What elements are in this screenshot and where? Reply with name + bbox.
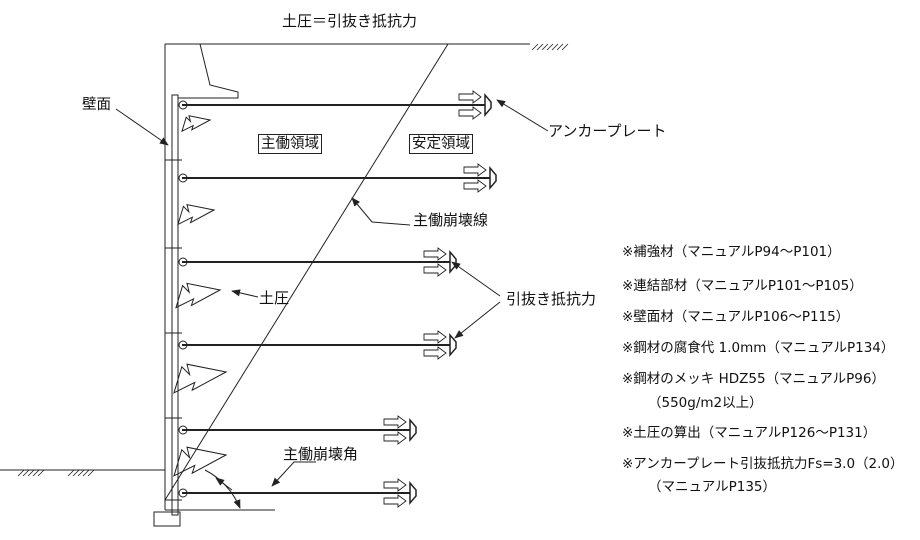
anchor-plate-label: アンカープレート: [548, 122, 667, 140]
connector-1: [178, 173, 188, 183]
connector-3: [178, 340, 188, 350]
note-plating-weight: （550g/m2以上）: [648, 395, 763, 411]
pullout-arrow-4-1: [383, 431, 407, 445]
failure-angle-label: 主働崩壊角: [283, 445, 359, 463]
coping-block: [178, 43, 239, 99]
failure-line-label: 主働崩壊線: [413, 211, 489, 229]
ground-hatch-top: [531, 43, 569, 51]
anchor-plate-2: [449, 249, 457, 275]
wall-footing: [153, 511, 181, 527]
pullout-arrow-2-0: [423, 247, 447, 261]
active-failure-line: [164, 43, 449, 501]
earth-pressure-arrow-0: [181, 115, 212, 133]
note-reinforcement: ※補強材（マニュアルP94～P101）: [622, 244, 841, 260]
pullout-arrow-4-0: [383, 415, 407, 429]
anchor-plate-1: [489, 165, 497, 191]
pullout-arrow-2-1: [423, 263, 447, 277]
anchor-plate-4: [409, 417, 417, 443]
pullout-arrow-5-0: [383, 478, 407, 492]
note-pullout-fs: ※アンカープレート引抜抵抗力Fs=3.0（2.0）: [622, 456, 904, 472]
earth-pressure-label: 土圧: [259, 289, 290, 307]
note-pullout-ref: （マニュアルP135）: [648, 479, 777, 495]
pullout-leader-2: [454, 301, 501, 339]
connector-2: [178, 257, 188, 267]
failure-angle-arrow: [215, 477, 233, 491]
connector-4: [178, 425, 188, 435]
anchor-plate-5: [409, 480, 417, 506]
failure-line-leader: [351, 197, 411, 226]
earth-pressure-arrow-4: [173, 446, 228, 477]
pullout-arrow-3-0: [423, 330, 447, 344]
ground-hatch-left-2: [67, 469, 95, 477]
stable-zone-label: 安定領域: [409, 134, 473, 154]
note-earth-pressure-calc: ※土圧の算出（マニュアルP126～P131）: [622, 425, 877, 441]
connector-0: [178, 100, 188, 110]
earth-pressure-leader: [231, 289, 259, 298]
pullout-arrow-1-0: [463, 163, 487, 177]
wall-face-leader: [115, 108, 169, 146]
note-connector: ※連結部材（マニュアルP101～P105）: [622, 278, 863, 294]
earth-pressure-arrow-3: [173, 363, 228, 394]
pullout-arrow-3-1: [423, 346, 447, 360]
failure-angle-leader: [271, 461, 316, 487]
anchor-plate-0: [484, 92, 492, 118]
pullout-resistance-label: 引抜き抵抗力: [506, 290, 597, 308]
note-corrosion: ※鋼材の腐食代 1.0mm（マニュアルP134）: [622, 340, 895, 356]
wall-face-panels: [171, 94, 179, 516]
earth-pressure-arrow-1: [177, 203, 216, 226]
failure-angle-arc: [204, 469, 241, 509]
pullout-leader-1: [451, 261, 501, 297]
anchor-plate-3: [449, 332, 457, 358]
ground-hatch-left: [17, 469, 45, 477]
connector-5: [178, 488, 188, 498]
wall-face-label: 壁面: [82, 97, 111, 113]
note-wall-material: ※壁面材（マニュアルP106～P115）: [622, 309, 850, 325]
pullout-arrow-1-1: [463, 179, 487, 193]
active-zone-label: 主働領域: [258, 134, 322, 154]
note-plating: ※鋼材のメッキ HDZ55（マニュアルP96）: [622, 371, 885, 387]
pullout-arrow-0-1: [458, 106, 482, 120]
pullout-arrow-5-1: [383, 494, 407, 508]
earth-pressure-arrow-2: [175, 282, 222, 309]
pullout-arrow-0-0: [458, 90, 482, 104]
anchor-plate-leader: [496, 99, 549, 132]
diagram-title: 土圧＝引抜き抵抗力: [282, 12, 418, 30]
